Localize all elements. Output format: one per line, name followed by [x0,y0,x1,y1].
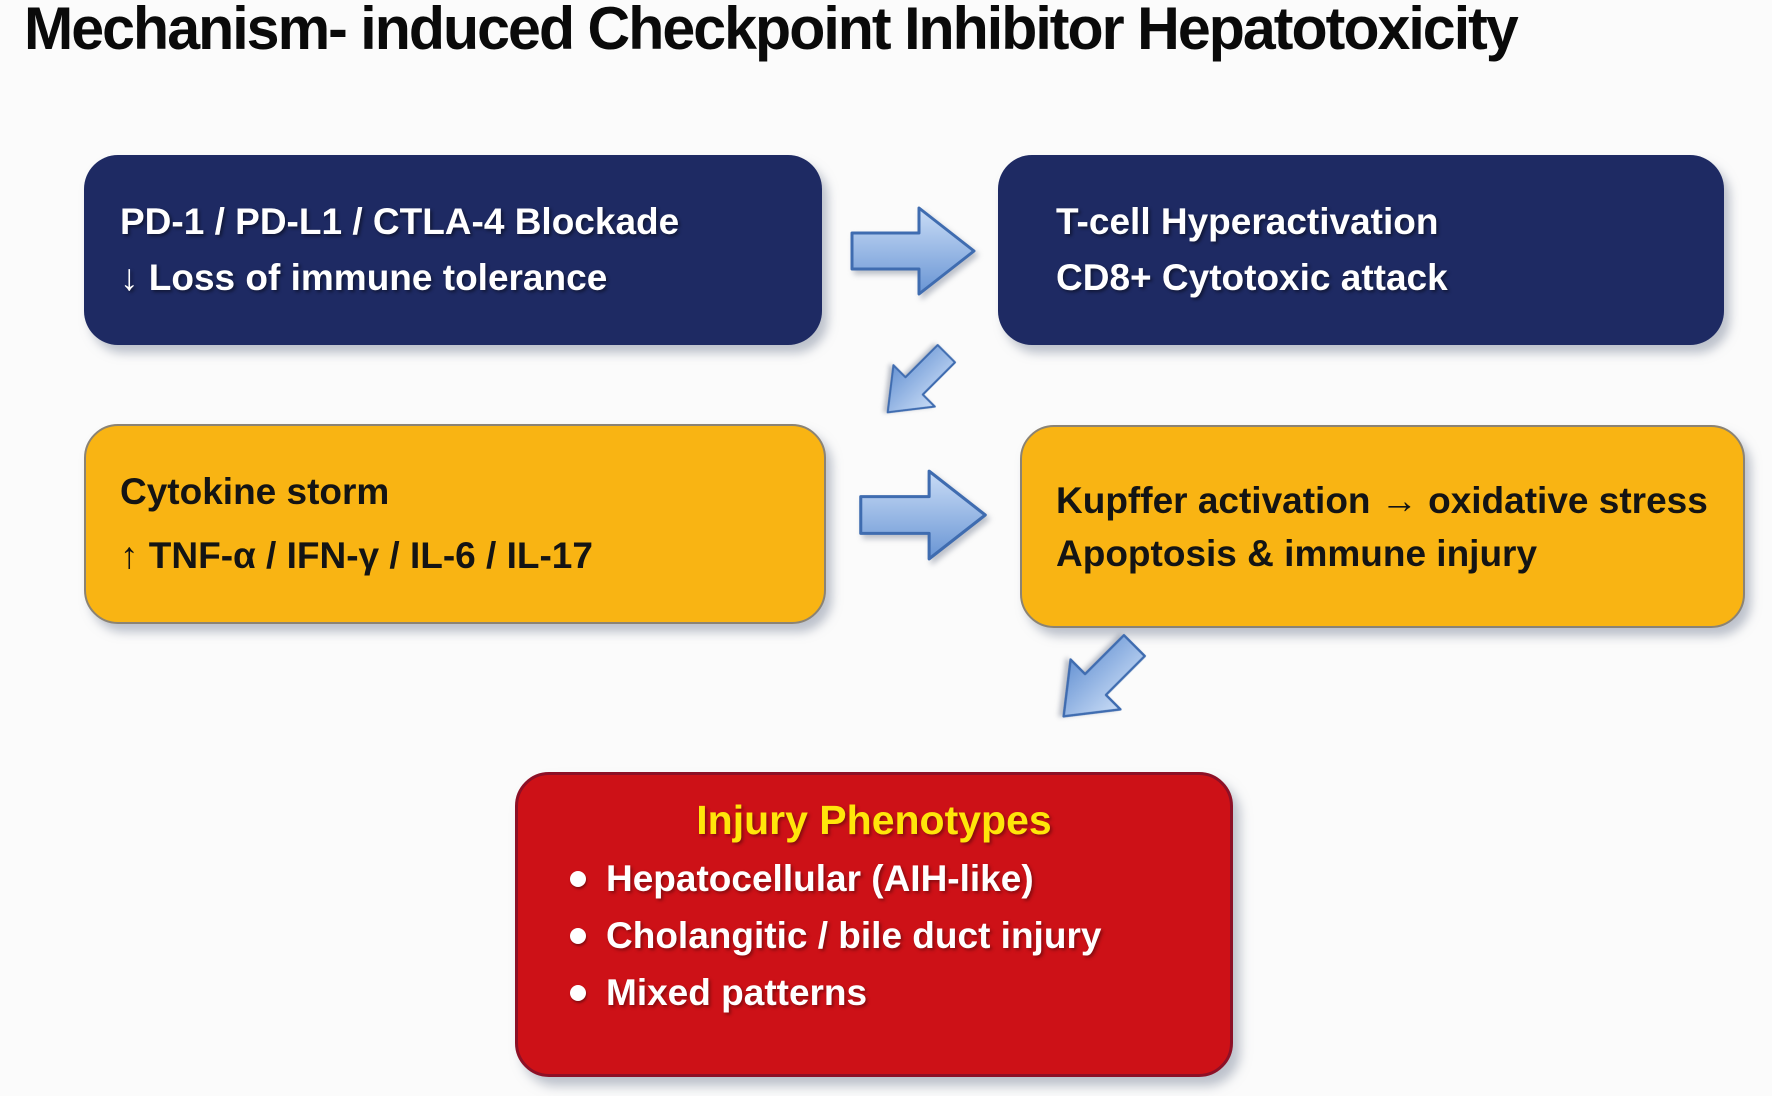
arrow-right-icon [856,465,990,565]
box-cytokine-line1: Cytokine storm [120,471,390,512]
box-injury-phenotypes: Injury Phenotypes Hepatocellular (AIH-li… [515,772,1233,1077]
injury-phenotypes-list: Hepatocellular (AIH-like) Cholangitic / … [538,850,1210,1021]
box-tcell-hyperactivation: T-cell Hyperactivation CD8+ Cytotoxic at… [998,155,1724,345]
box-pd1-blockade-line2: ↓ Loss of immune tolerance [120,257,608,298]
arrow-down-left-icon [1033,615,1165,747]
injury-bullet-mixed: Mixed patterns [568,964,1210,1021]
box-tcell-line2: CD8+ Cytotoxic attack [1056,257,1448,298]
box-cytokine-storm: Cytokine storm ↑ TNF-α / IFN-γ / IL-6 / … [84,424,826,624]
injury-bullet-cholangitic: Cholangitic / bile duct injury [568,907,1210,964]
injury-phenotypes-heading: Injury Phenotypes [696,797,1052,843]
box-pd1-blockade: PD-1 / PD-L1 / CTLA-4 Blockade ↓ Loss of… [84,155,822,345]
injury-bullet-hepatocellular: Hepatocellular (AIH-like) [568,850,1210,907]
arrow-right-icon [848,202,978,300]
box-kupffer-activation: Kupffer activation → oxidative stress Ap… [1020,425,1745,628]
arrow-down-left-icon [862,328,972,438]
box-tcell-line1: T-cell Hyperactivation [1056,201,1439,242]
box-cytokine-line2: ↑ TNF-α / IFN-γ / IL-6 / IL-17 [120,535,593,576]
box-kupffer-line1: Kupffer activation → oxidative stress [1056,479,1708,521]
page-title: Mechanism- induced Checkpoint Inhibitor … [24,0,1519,62]
box-kupffer-line2: Apoptosis & immune injury [1056,532,1538,574]
box-pd1-blockade-line1: PD-1 / PD-L1 / CTLA-4 Blockade [120,201,680,242]
